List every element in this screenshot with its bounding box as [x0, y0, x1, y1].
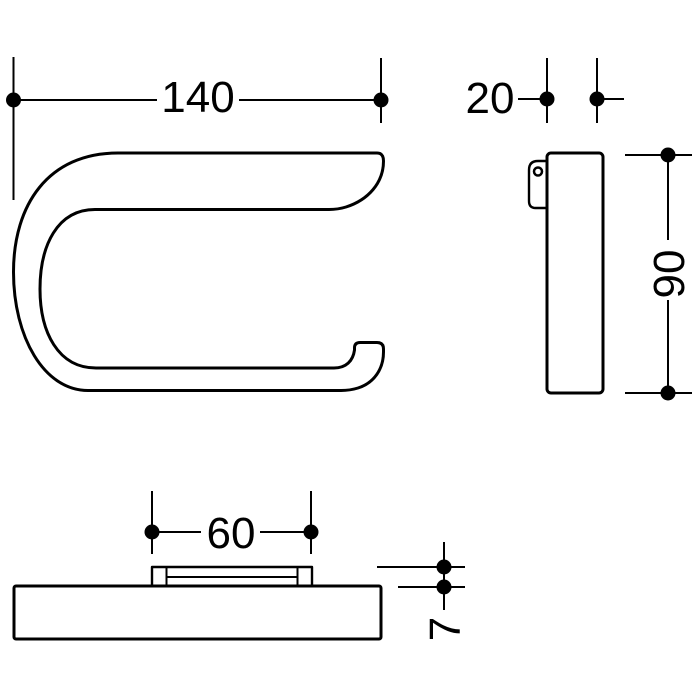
- dimension-dot: [660, 147, 676, 163]
- dimension-width-label: 140: [161, 73, 234, 122]
- side-view: [527, 151, 605, 395]
- dimension-dot: [589, 91, 605, 107]
- plan-view-bar: [12, 584, 383, 641]
- dimension-dot: [436, 559, 452, 575]
- dimension-dot: [539, 91, 555, 107]
- plan-view: [12, 565, 383, 641]
- dimension-height-label: 90: [645, 250, 694, 299]
- front-view: [12, 151, 385, 392]
- dimension-plate-width: 60: [144, 491, 319, 558]
- mounting-hole-icon: [532, 166, 544, 177]
- dimension-plate-thickness-label: 7: [421, 617, 470, 641]
- dimension-dot: [144, 524, 160, 540]
- front-view-outline: [12, 151, 385, 392]
- dimension-height: 90: [625, 147, 694, 401]
- dimension-dot: [303, 524, 319, 540]
- dimension-depth: 20: [466, 58, 624, 123]
- dimension-depth-label: 20: [466, 74, 515, 123]
- dimension-dot: [660, 385, 676, 401]
- dimension-width: 140: [6, 57, 389, 200]
- side-view-body: [545, 151, 605, 395]
- dimension-dot: [373, 92, 389, 108]
- dimension-plate-width-label: 60: [207, 509, 256, 558]
- dimension-dot: [436, 579, 452, 595]
- dimension-plate-thickness: 7: [377, 542, 470, 641]
- dimension-dot: [6, 92, 21, 108]
